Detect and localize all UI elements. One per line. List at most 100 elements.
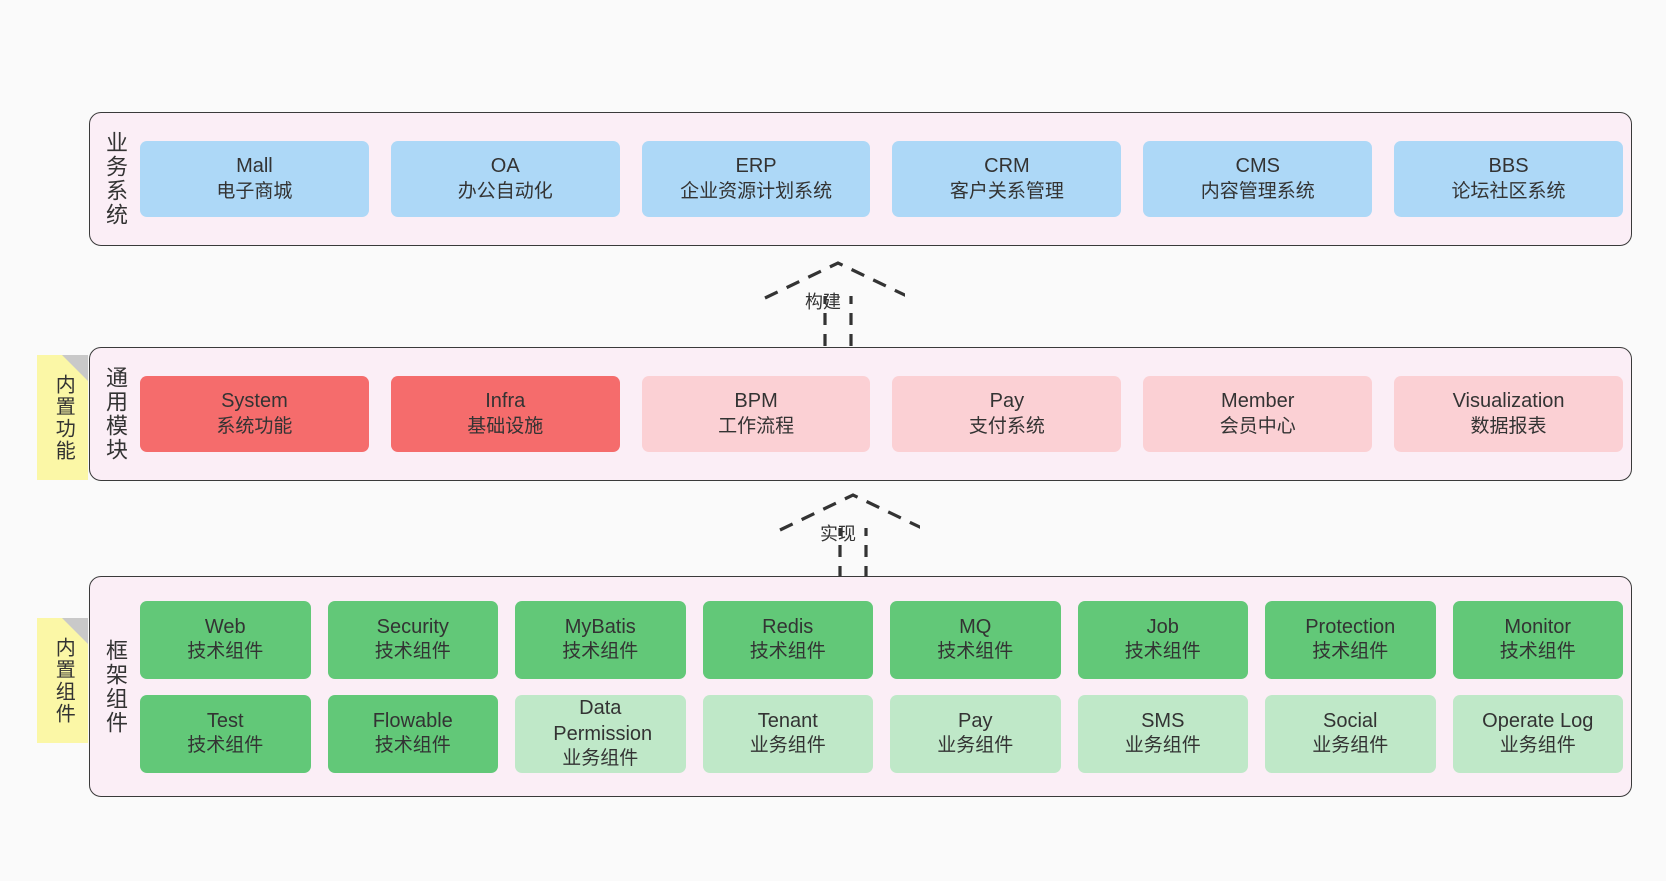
card-social[interactable]: Social 业务组件: [1265, 694, 1436, 773]
card-oa[interactable]: OA 办公自动化: [390, 141, 620, 217]
card-row: System 系统功能 Infra 基础设施 BPM 工作流程 Pay 支付系统…: [140, 376, 1623, 452]
card-subtitle: 技术组件: [1499, 641, 1576, 663]
card-title: Visualization: [1452, 390, 1565, 413]
card-subtitle: 数据报表: [1470, 415, 1547, 437]
card-title: ERP: [735, 155, 777, 178]
card-job[interactable]: Job 技术组件: [1077, 600, 1248, 679]
card-title: BPM: [734, 390, 778, 413]
card-title: Operate Log: [1482, 709, 1594, 732]
card-title: MQ: [959, 615, 992, 638]
card-bbs[interactable]: BBS 论坛社区系统: [1394, 141, 1623, 217]
card-title: Security: [376, 615, 449, 638]
card-subtitle: 业务组件: [937, 735, 1014, 757]
card-subtitle: 业务组件: [1499, 735, 1576, 757]
card-title: Data Permission: [553, 697, 653, 745]
card-system[interactable]: System 系统功能: [140, 376, 369, 452]
card-member[interactable]: Member 会员中心: [1143, 376, 1373, 452]
card-flowable[interactable]: Flowable 技术组件: [327, 694, 498, 773]
connector-build: 构建: [755, 258, 912, 350]
card-crm[interactable]: CRM 客户关系管理: [892, 141, 1122, 217]
card-subtitle: 会员中心: [1219, 415, 1296, 437]
card-subtitle: 业务组件: [1124, 735, 1201, 757]
card-title: SMS: [1141, 709, 1185, 732]
card-row: Mall 电子商城 OA 办公自动化 ERP 企业资源计划系统 CRM 客户关系…: [140, 141, 1623, 217]
card-title: Infra: [485, 390, 526, 413]
card-erp[interactable]: ERP 企业资源计划系统: [641, 141, 871, 217]
card-visualization[interactable]: Visualization 数据报表: [1394, 376, 1623, 452]
card-row: Test 技术组件 Flowable 技术组件 Data Permission …: [140, 694, 1623, 773]
card-monitor[interactable]: Monitor 技术组件: [1452, 600, 1623, 679]
card-subtitle: 业务组件: [1312, 735, 1389, 757]
card-title: Pay: [989, 390, 1025, 413]
card-title: Tenant: [757, 709, 818, 732]
card-bpm[interactable]: BPM 工作流程: [641, 376, 871, 452]
note-label: 内置功能: [52, 373, 75, 462]
connector-label-build: 构建: [805, 292, 841, 312]
layer-framework-component: 框架组件 Web 技术组件 Security 技术组件 MyBatis 技术组件…: [89, 576, 1632, 797]
card-sms[interactable]: SMS 业务组件: [1077, 694, 1248, 773]
card-title: Pay: [958, 709, 993, 732]
card-subtitle: 客户关系管理: [949, 180, 1064, 202]
card-subtitle: 技术组件: [562, 641, 639, 663]
card-row: Web 技术组件 Security 技术组件 MyBatis 技术组件 Redi…: [140, 600, 1623, 679]
card-subtitle: 企业资源计划系统: [680, 180, 833, 202]
card-mall[interactable]: Mall 电子商城: [140, 141, 369, 217]
card-tenant[interactable]: Tenant 业务组件: [702, 694, 873, 773]
card-title: Job: [1146, 615, 1179, 638]
card-title: Social: [1323, 709, 1378, 732]
layer-body-business-system: Mall 电子商城 OA 办公自动化 ERP 企业资源计划系统 CRM 客户关系…: [140, 113, 1631, 245]
card-subtitle: 电子商城: [216, 180, 293, 202]
card-title: Test: [206, 709, 244, 732]
card-title: Redis: [762, 615, 814, 638]
card-title: Mall: [236, 155, 273, 178]
card-subtitle: 技术组件: [374, 735, 451, 757]
dashed-hollow-arrow-icon: [764, 261, 912, 346]
card-subtitle: 办公自动化: [457, 180, 553, 202]
card-title: Web: [204, 615, 246, 638]
card-title: Member: [1221, 390, 1295, 413]
note-fold-corner-icon: [62, 355, 88, 381]
card-redis[interactable]: Redis 技术组件: [702, 600, 873, 679]
layer-title-framework-component: 框架组件: [102, 638, 128, 735]
layer-body-framework-component: Web 技术组件 Security 技术组件 MyBatis 技术组件 Redi…: [140, 577, 1631, 796]
card-subtitle: 技术组件: [937, 641, 1014, 663]
layer-title-common-module: 通用模块: [102, 366, 128, 462]
card-subtitle: 内容管理系统: [1200, 180, 1315, 202]
card-operate-log[interactable]: Operate Log 业务组件: [1452, 694, 1623, 773]
card-subtitle: 技术组件: [187, 641, 264, 663]
card-subtitle: 技术组件: [1312, 641, 1389, 663]
card-cms[interactable]: CMS 内容管理系统: [1143, 141, 1373, 217]
layer-business-system: 业务系统 Mall 电子商城 OA 办公自动化 ERP 企业资源计划系统 CRM…: [89, 112, 1632, 246]
card-title: BBS: [1488, 155, 1529, 178]
card-title: Monitor: [1504, 615, 1572, 638]
card-title: OA: [490, 155, 520, 178]
card-data-permission[interactable]: Data Permission 业务组件: [515, 694, 686, 773]
card-subtitle: 系统功能: [216, 415, 293, 437]
card-pay-component[interactable]: Pay 业务组件: [890, 694, 1061, 773]
card-pay-module[interactable]: Pay 支付系统: [892, 376, 1122, 452]
card-subtitle: 技术组件: [187, 735, 264, 757]
card-mq[interactable]: MQ 技术组件: [890, 600, 1061, 679]
card-title: CRM: [984, 155, 1030, 178]
dashed-hollow-arrow-icon: [779, 493, 927, 578]
card-title: System: [221, 390, 288, 413]
connector-label-implement: 实现: [820, 524, 856, 544]
card-security[interactable]: Security 技术组件: [327, 600, 498, 679]
card-protection[interactable]: Protection 技术组件: [1265, 600, 1436, 679]
card-subtitle: 技术组件: [1124, 641, 1201, 663]
layer-body-common-module: System 系统功能 Infra 基础设施 BPM 工作流程 Pay 支付系统…: [140, 348, 1631, 480]
layer-title-business-system: 业务系统: [102, 131, 128, 227]
card-subtitle: 论坛社区系统: [1451, 180, 1566, 202]
card-test[interactable]: Test 技术组件: [140, 694, 311, 773]
card-subtitle: 技术组件: [749, 641, 826, 663]
card-mybatis[interactable]: MyBatis 技术组件: [515, 600, 686, 679]
note-label: 内置组件: [52, 636, 75, 725]
card-web[interactable]: Web 技术组件: [140, 600, 311, 679]
connector-implement: 实现: [770, 490, 927, 582]
card-subtitle: 工作流程: [718, 415, 795, 437]
card-infra[interactable]: Infra 基础设施: [390, 376, 620, 452]
card-title: CMS: [1235, 155, 1280, 178]
card-title: Flowable: [372, 709, 453, 732]
note-fold-corner-icon: [62, 618, 88, 644]
